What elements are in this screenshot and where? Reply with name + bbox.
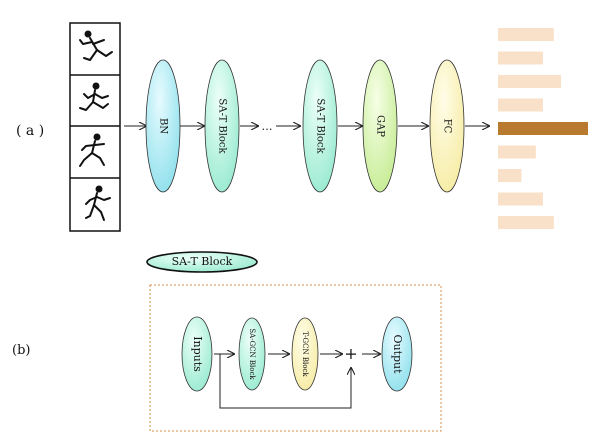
output-bar-7 xyxy=(498,169,522,182)
block-sa-gcn: SA-GCN Block xyxy=(238,317,266,391)
output-bar-2 xyxy=(498,51,543,65)
block-fc: FC xyxy=(429,59,465,193)
block-bn-label: BN xyxy=(158,118,169,134)
runner-pose-2-icon xyxy=(79,82,109,111)
block-gap-label: GAP xyxy=(375,115,386,137)
part-b-label: (b) xyxy=(12,343,30,358)
sat-block-detail-frame xyxy=(149,284,442,432)
output-bar-8 xyxy=(498,192,543,206)
sum-symbol: + xyxy=(344,344,357,363)
block-sat-2: SA-T Block xyxy=(302,59,338,193)
block-t-gcn-label: T-GCN Block xyxy=(301,331,309,377)
block-inputs-label: Inputs xyxy=(191,336,204,372)
runner-pose-1-icon xyxy=(79,30,113,61)
ellipsis: … xyxy=(262,120,273,133)
block-sa-gcn-label: SA-GCN Block xyxy=(248,328,256,380)
output-bar-3 xyxy=(498,75,561,88)
legend-sat-block: SA-T Block xyxy=(146,251,258,273)
output-probability-bars xyxy=(498,28,588,229)
runner-pose-3-icon xyxy=(79,133,105,167)
legend-label: SA-T Block xyxy=(172,255,233,268)
part-b-arrows xyxy=(214,354,380,409)
output-bar-5 xyxy=(498,122,588,135)
block-output-label: Output xyxy=(391,334,404,374)
block-inputs: Inputs xyxy=(181,316,213,392)
output-bar-6 xyxy=(498,145,536,159)
block-sat-1-label: SA-T Block xyxy=(217,98,228,154)
block-bn: BN xyxy=(145,59,181,193)
runner-pose-4-icon xyxy=(85,185,111,221)
output-bar-1 xyxy=(498,28,554,41)
block-t-gcn: T-GCN Block xyxy=(291,317,319,391)
block-output: Output xyxy=(381,316,413,392)
output-bar-9 xyxy=(498,216,554,229)
output-bar-4 xyxy=(498,98,543,112)
frame-stack-border xyxy=(69,22,121,232)
block-sat-2-label: SA-T Block xyxy=(315,98,326,154)
block-sat-1: SA-T Block xyxy=(204,59,240,193)
block-fc-label: FC xyxy=(442,119,453,134)
input-frames xyxy=(69,22,121,232)
block-gap: GAP xyxy=(362,59,398,193)
part-a-label: ( a ) xyxy=(16,123,44,139)
